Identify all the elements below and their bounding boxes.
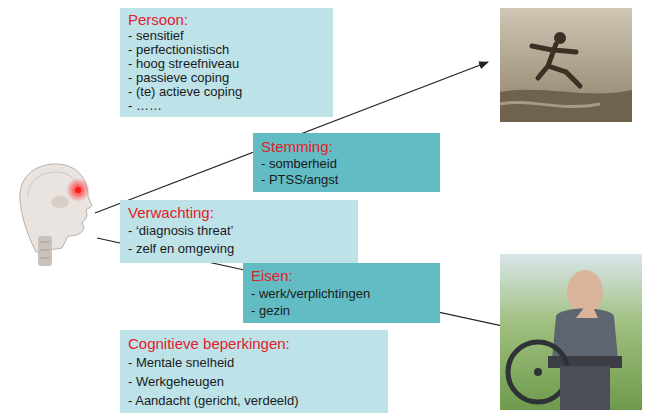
head-illustration [20,164,92,266]
list-item: - passieve coping [128,71,323,85]
list-item: - sensitief [128,29,323,43]
list-item: - Werkgeheugen [128,372,378,391]
list-item: - Mentale snelheid [128,353,378,372]
list-item: - somberheid [261,156,430,172]
list-item: - Aandacht (gericht, verdeeld) [128,391,378,410]
box-heading: Eisen: [251,267,430,285]
text-box: Cognitieve beperkingen:- Mentale snelhei… [120,330,388,413]
box-heading: Stemming: [261,138,430,156]
box-heading: Verwachting: [128,204,348,222]
box-heading: Persoon: [128,11,323,29]
list-item: - PTSS/angst [261,172,430,188]
box-heading: Cognitieve beperkingen: [128,335,378,353]
list-item: - zelf en omgeving [128,240,348,258]
photo-wheelchair-man [500,254,642,410]
text-box: Eisen:- werk/verplichtingen- gezin [243,263,440,323]
text-box: Persoon:- sensitief- perfectionistisch- … [120,8,333,117]
list-item: - gezin [251,302,430,319]
list-item: - ‘diagnosis threat’ [128,222,348,240]
list-item: - werk/verplichtingen [251,285,430,302]
list-item: - hoog streefniveau [128,57,323,71]
text-box: Verwachting:- ‘diagnosis threat’- zelf e… [120,200,358,263]
list-item: - (te) actieve coping [128,85,323,99]
text-box: Stemming:- somberheid- PTSS/angst [253,133,440,192]
photo-jumping-man [500,8,632,122]
list-item: - …… [128,99,323,113]
list-item: - perfectionistisch [128,43,323,57]
